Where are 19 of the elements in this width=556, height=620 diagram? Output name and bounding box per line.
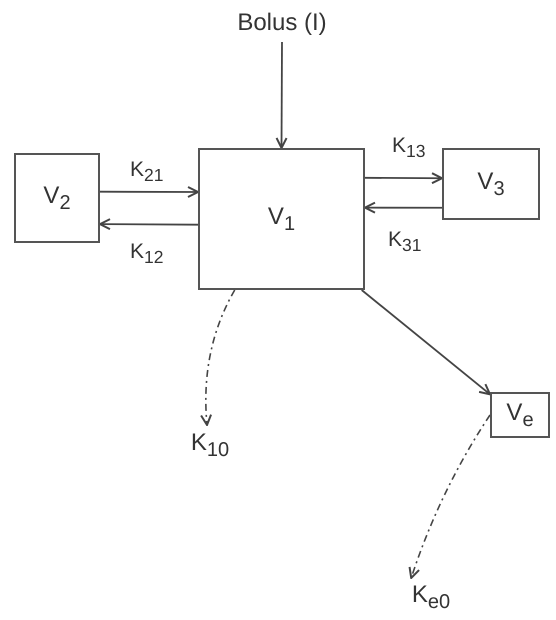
- arrow: [361, 289, 491, 396]
- arrow: [99, 218, 198, 230]
- compartment-label: V$_{2}$: [43, 182, 71, 214]
- rate-label: Bolus (I): [237, 9, 327, 37]
- rate-label: K$_{e0}$: [412, 580, 450, 614]
- compartment-box: [198, 148, 365, 290]
- compartment-label: V$_{3}$: [477, 168, 505, 200]
- compartment-box: [442, 148, 540, 220]
- arrow: [364, 202, 442, 214]
- arrow: [276, 42, 288, 149]
- arrow: [408, 414, 491, 579]
- arrow: [100, 186, 199, 198]
- compartment-label: V$_{e}$: [506, 398, 534, 432]
- compartment-box: [14, 153, 100, 243]
- compartment-label: V$_{1}$: [268, 202, 296, 236]
- compartment-box: [490, 392, 550, 438]
- arrow: [200, 290, 236, 426]
- rate-label: K$_{10}$: [190, 428, 230, 462]
- arrow: [365, 172, 443, 184]
